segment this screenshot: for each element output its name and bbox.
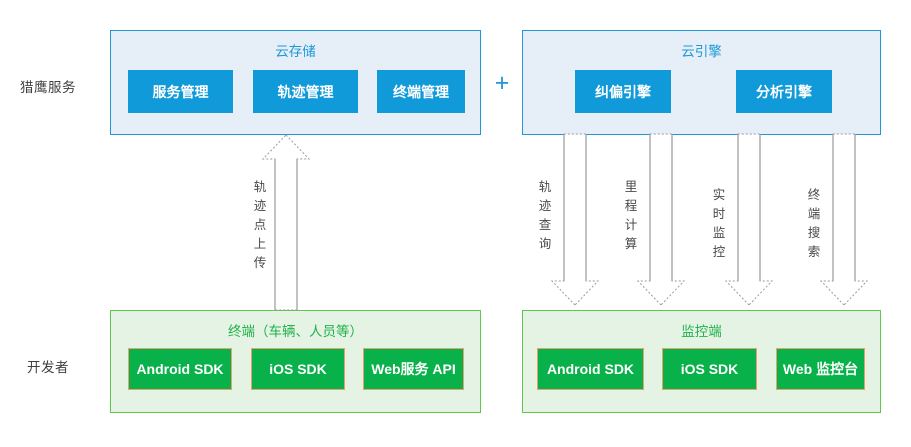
item-service-management[interactable]: 服务管理 xyxy=(128,70,233,113)
arrow-label-track-point-upload: 轨迹点上传 xyxy=(253,180,267,270)
arrow-label-mileage-calculation: 里程计算 xyxy=(624,180,638,251)
panel-title-monitor-console: 监控端 xyxy=(681,324,722,339)
item-web-console-monitor[interactable]: Web 监控台 xyxy=(776,348,865,390)
arrow-realtime-monitor-icon xyxy=(724,133,774,306)
item-ios-sdk-monitor[interactable]: iOS SDK xyxy=(662,348,757,390)
item-terminal-management[interactable]: 终端管理 xyxy=(377,70,465,113)
arrow-track-point-upload-icon xyxy=(261,134,311,311)
panel-title-cloud-storage: 云存储 xyxy=(275,44,316,59)
plus-separator-icon: + xyxy=(494,69,510,97)
panel-title-cloud-engine: 云引擎 xyxy=(681,44,722,59)
arrow-label-terminal-search: 终端搜索 xyxy=(807,188,821,259)
arrow-track-query-icon xyxy=(550,133,600,306)
item-android-sdk-terminal[interactable]: Android SDK xyxy=(128,348,232,390)
item-web-service-api-terminal[interactable]: Web服务 API xyxy=(363,348,464,390)
arrow-mileage-calculation-icon xyxy=(636,133,686,306)
row-label-developer: 开发者 xyxy=(27,360,69,375)
row-label-falcon-service: 猎鹰服务 xyxy=(20,80,76,95)
arrow-label-track-query: 轨迹查询 xyxy=(538,180,552,251)
item-android-sdk-monitor[interactable]: Android SDK xyxy=(537,348,644,390)
item-correction-engine[interactable]: 纠偏引擎 xyxy=(575,70,671,113)
panel-title-terminal-devices: 终端（车辆、人员等） xyxy=(228,324,363,339)
arrow-label-realtime-monitor: 实时监控 xyxy=(712,188,726,259)
item-track-management[interactable]: 轨迹管理 xyxy=(253,70,358,113)
item-analysis-engine[interactable]: 分析引擎 xyxy=(736,70,832,113)
arrow-terminal-search-icon xyxy=(819,133,869,306)
item-ios-sdk-terminal[interactable]: iOS SDK xyxy=(251,348,345,390)
